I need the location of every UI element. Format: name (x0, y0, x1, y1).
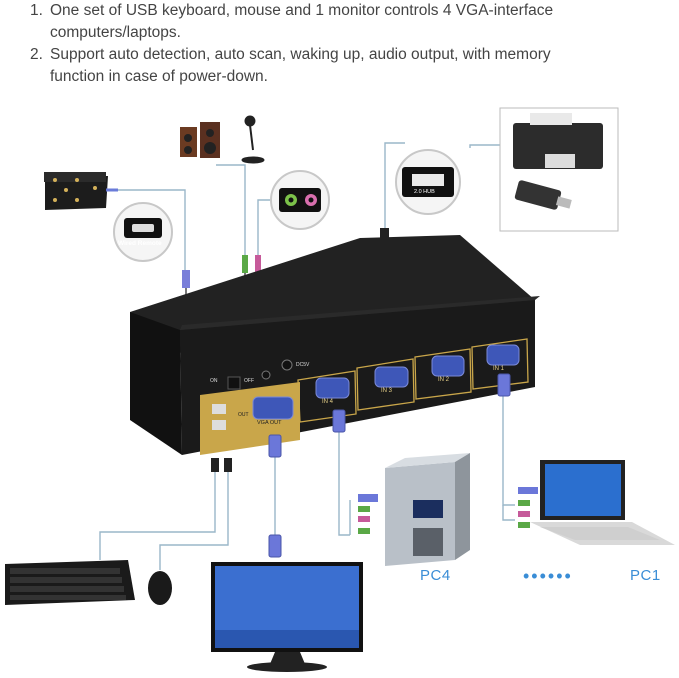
port-label-in1: IN 1 (493, 366, 505, 372)
feature-1-line-2: computers/laptops. (50, 24, 181, 41)
feature-2-number: 2. (30, 46, 43, 63)
peripherals-box (499, 107, 619, 232)
feature-1-line-1: One set of USB keyboard, mouse and 1 mon… (50, 2, 554, 19)
out-label: OUT (238, 412, 249, 418)
more-pcs-dots: •••••• (523, 566, 573, 586)
mouse (148, 571, 172, 605)
off-label: OFF (244, 378, 254, 384)
audio-jack-callout (270, 170, 330, 230)
pc4-tower (385, 453, 470, 566)
wired-remote-callout (113, 202, 173, 262)
port-label-in3: IN 3 (381, 388, 393, 394)
microphone (241, 115, 265, 164)
connection-lines (99, 142, 515, 570)
pc1-laptop (530, 460, 675, 545)
keyboard (5, 560, 135, 605)
speakers (180, 122, 220, 158)
vga-out-label: VGA OUT (257, 420, 282, 426)
wired-remote-device (44, 172, 118, 210)
kvm-switch (130, 235, 540, 455)
pc1-label: PC1 (630, 567, 661, 584)
on-label: ON (210, 378, 218, 384)
monitor (211, 562, 363, 672)
feature-2-line-2: function in case of power-down. (50, 68, 268, 85)
usb-hub-callout (395, 149, 461, 215)
feature-1-number: 1. (30, 2, 43, 19)
port-label-in4: IN 4 (322, 399, 334, 405)
port-label-in2: IN 2 (438, 377, 450, 383)
usb-hub-label: 2.0 HUB (414, 189, 435, 195)
wired-remote-label: Wired Remote (118, 240, 162, 247)
feature-2-line-1: Support auto detection, auto scan, wakin… (50, 46, 551, 63)
pc4-label: PC4 (420, 567, 451, 584)
dc-label: DC5V (296, 362, 310, 368)
